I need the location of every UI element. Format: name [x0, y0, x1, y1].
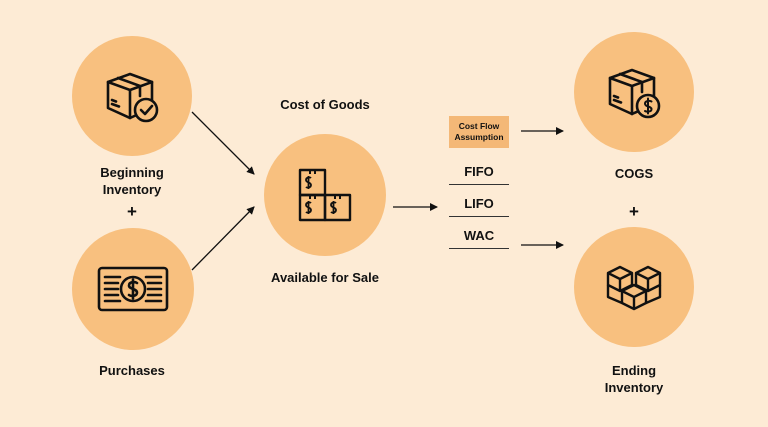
plus-sign-right: +	[629, 202, 639, 221]
ending-inventory-label: Ending Inventory	[584, 362, 684, 396]
method-lifo: LIFO	[449, 196, 509, 217]
cost-flow-line1: Cost Flow	[458, 121, 500, 131]
method-fifo: FIFO	[449, 164, 509, 185]
ending-label-line2: Inventory	[604, 380, 664, 395]
cogs-label: COGS	[614, 166, 654, 181]
beginning-inventory-circle	[72, 36, 192, 156]
cogs-circle	[574, 32, 694, 152]
method-wac: WAC	[449, 228, 509, 249]
beginning-label-line2: Inventory	[102, 182, 162, 197]
box-check-icon	[106, 72, 159, 123]
cost-of-goods-title: Cost of Goods	[280, 97, 370, 112]
available-for-sale-circle	[264, 134, 386, 256]
cost-flow-line2: Assumption	[454, 132, 504, 142]
stacked-boxes-icon	[298, 168, 352, 222]
plus-sign-left: +	[127, 202, 137, 221]
box-stack-icon	[606, 265, 662, 311]
arrow-beginning-to-available	[191, 111, 255, 175]
cost-flow-assumption-tag: Cost Flow Assumption	[449, 116, 509, 148]
box-dollar-icon	[608, 68, 661, 119]
arrow-purchases-to-available	[191, 206, 255, 271]
purchases-label: Purchases	[99, 363, 165, 378]
beginning-label-line1: Beginning	[100, 165, 164, 180]
available-for-sale-label: Available for Sale	[271, 270, 379, 285]
beginning-inventory-label: Beginning Inventory	[82, 164, 182, 198]
ending-inventory-circle	[574, 227, 694, 347]
ending-label-line1: Ending	[611, 363, 657, 378]
purchases-circle	[72, 228, 194, 350]
cash-icon	[97, 266, 169, 312]
